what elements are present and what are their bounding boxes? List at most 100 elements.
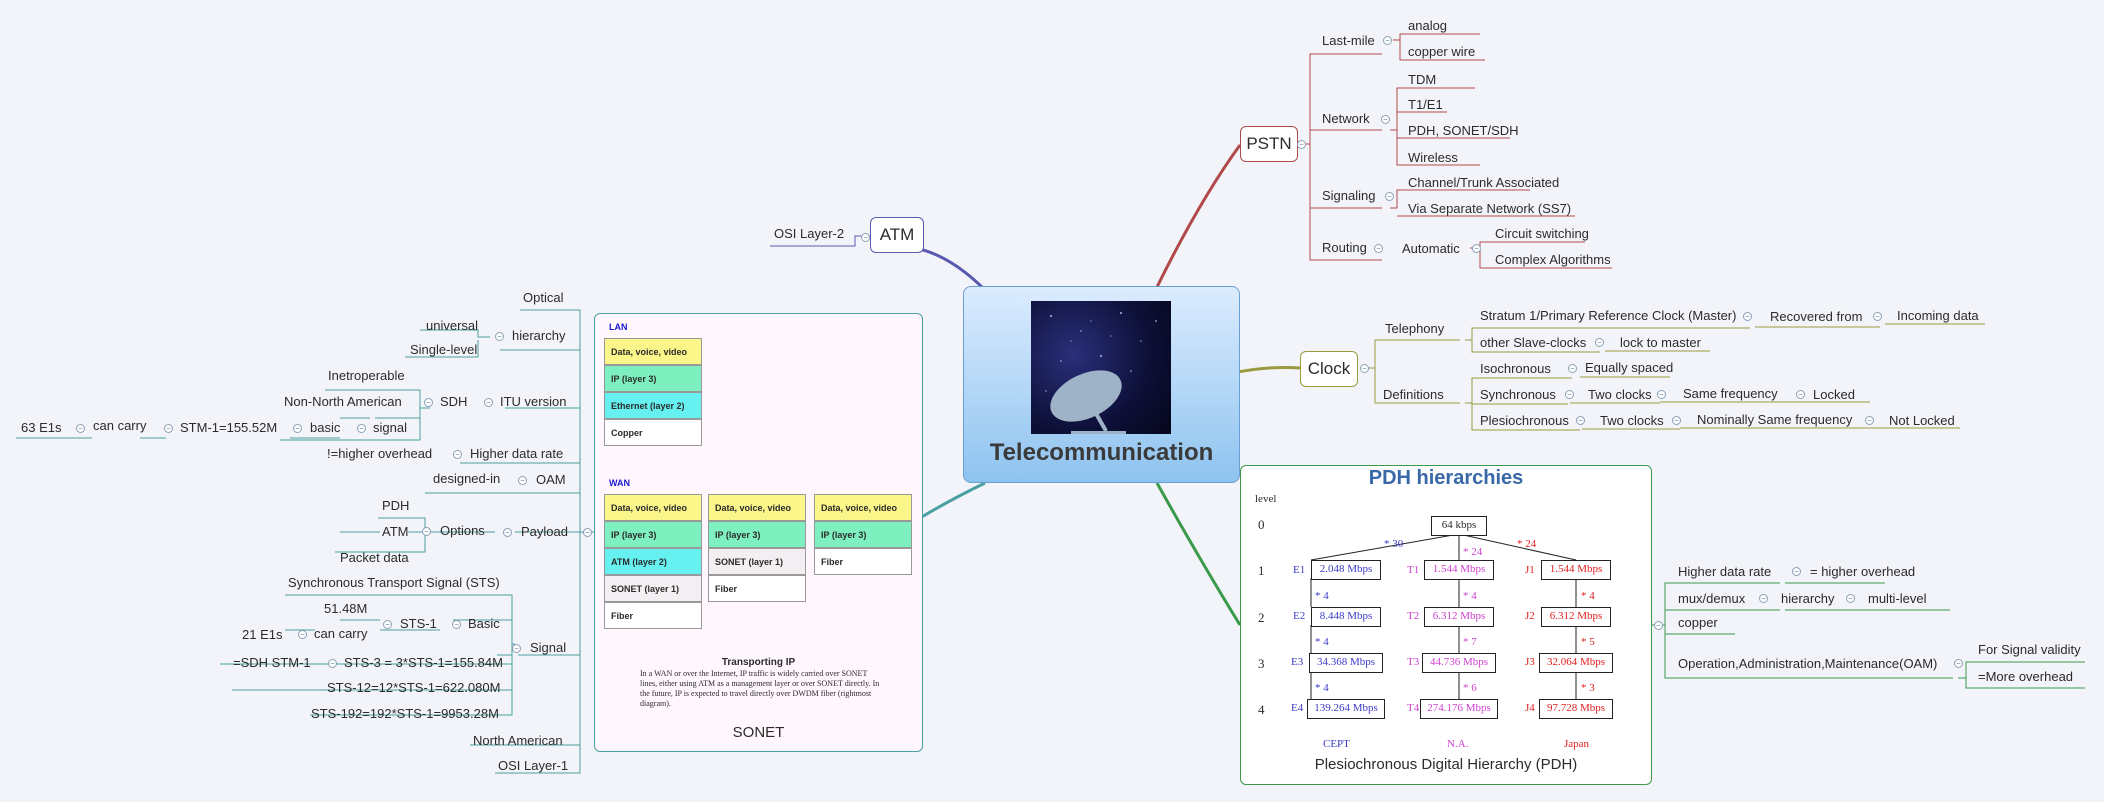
sonet-inetroperable[interactable]: Inetroperable xyxy=(328,368,405,383)
pdh-muxdemux[interactable]: mux/demux xyxy=(1678,591,1746,606)
pdh-panel[interactable]: PDH hierarchies level 0 1 2 3 4 64 kbps … xyxy=(1240,465,1652,785)
pdh-oam[interactable]: Operation,Administration,Maintenance(OAM… xyxy=(1678,656,1938,671)
pdh-copper[interactable]: copper xyxy=(1678,615,1718,630)
sonet-signal[interactable]: signal xyxy=(373,420,407,435)
routing-circuit-switching[interactable]: Circuit switching xyxy=(1495,226,1589,241)
collapse-icon[interactable]: − xyxy=(1743,312,1752,321)
network-t1e1[interactable]: T1/E1 xyxy=(1408,97,1443,112)
sonet-sdh[interactable]: SDH xyxy=(440,394,468,409)
sonet-higher-rate[interactable]: Higher data rate xyxy=(470,446,564,461)
signaling-channel-trunk[interactable]: Channel/Trunk Associated xyxy=(1408,175,1560,190)
sonet-basic[interactable]: basic xyxy=(310,420,341,435)
clock-definitions[interactable]: Definitions xyxy=(1383,387,1444,402)
collapse-icon[interactable]: − xyxy=(424,398,433,407)
collapse-icon[interactable]: − xyxy=(1297,140,1306,149)
sonet-options[interactable]: Options xyxy=(440,523,485,538)
clock-telephony[interactable]: Telephony xyxy=(1385,321,1445,336)
pstn-signaling[interactable]: Signaling xyxy=(1322,188,1376,203)
clock-incoming-data[interactable]: Incoming data xyxy=(1897,308,1979,323)
sonet-optical[interactable]: Optical xyxy=(523,290,564,305)
sonet-universal[interactable]: universal xyxy=(426,318,479,333)
sonet-sdh-stm1[interactable]: =SDH STM-1 xyxy=(233,655,311,670)
pdh-signal-validity[interactable]: For Signal validity xyxy=(1978,642,2081,657)
clock-two-clocks-sync[interactable]: Two clocks xyxy=(1588,387,1652,402)
sonet-basic2[interactable]: Basic xyxy=(468,616,500,631)
topic-pstn[interactable]: PSTN xyxy=(1240,126,1298,162)
sonet-sts1[interactable]: STS-1 xyxy=(400,616,437,631)
topic-atm[interactable]: ATM xyxy=(870,217,924,253)
collapse-icon[interactable]: − xyxy=(495,332,504,341)
network-tdm[interactable]: TDM xyxy=(1408,72,1437,87)
collapse-icon[interactable]: − xyxy=(357,424,366,433)
pstn-network[interactable]: Network xyxy=(1322,111,1370,126)
sonet-atm[interactable]: ATM xyxy=(382,524,409,539)
collapse-icon[interactable]: − xyxy=(293,424,302,433)
sonet-can-carry[interactable]: can carry xyxy=(93,418,147,433)
clock-nominally-same[interactable]: Nominally Same frequency xyxy=(1697,412,1853,427)
sonet-single-level[interactable]: Single-level xyxy=(410,342,478,357)
topic-clock[interactable]: Clock xyxy=(1300,351,1358,387)
sonet-sts3[interactable]: STS-3 = 3*STS-1=155.84M xyxy=(344,655,503,670)
sonet-sts12[interactable]: STS-12=12*STS-1=622.080M xyxy=(327,680,501,695)
collapse-icon[interactable]: − xyxy=(1846,594,1855,603)
signaling-ss7[interactable]: Via Separate Network (SS7) xyxy=(1408,201,1572,216)
clock-recovered-from[interactable]: Recovered from xyxy=(1770,309,1863,324)
pdh-higher-overhead[interactable]: = higher overhead xyxy=(1810,564,1916,579)
sonet-hierarchy[interactable]: hierarchy xyxy=(512,328,566,343)
collapse-icon[interactable]: − xyxy=(1792,567,1801,576)
sonet-signal2[interactable]: Signal xyxy=(530,640,567,655)
atm-osi-layer-2[interactable]: OSI Layer-2 xyxy=(774,226,845,241)
pstn-copper-wire[interactable]: copper wire xyxy=(1408,44,1476,59)
collapse-icon[interactable]: − xyxy=(298,630,307,639)
collapse-icon[interactable]: − xyxy=(1954,659,1963,668)
collapse-icon[interactable]: − xyxy=(1654,621,1663,630)
collapse-icon[interactable]: − xyxy=(164,424,173,433)
collapse-icon[interactable]: − xyxy=(1381,115,1390,124)
sonet-can-carry2[interactable]: can carry xyxy=(314,626,368,641)
collapse-icon[interactable]: − xyxy=(1383,36,1392,45)
clock-not-locked[interactable]: Not Locked xyxy=(1889,413,1955,428)
sonet-panel[interactable]: LAN Data, voice, video IP (layer 3) Ethe… xyxy=(594,313,923,752)
collapse-icon[interactable]: − xyxy=(1360,364,1369,373)
clock-plesiochronous[interactable]: Plesiochronous xyxy=(1480,413,1569,428)
pdh-hierarchy[interactable]: hierarchy xyxy=(1781,591,1835,606)
pstn-last-mile[interactable]: Last-mile xyxy=(1322,33,1375,48)
sonet-itu-version[interactable]: ITU version xyxy=(500,394,567,409)
clock-synchronous[interactable]: Synchronous xyxy=(1480,387,1556,402)
sonet-stm1[interactable]: STM-1=155.52M xyxy=(180,420,278,435)
collapse-icon[interactable]: − xyxy=(1657,390,1666,399)
collapse-icon[interactable]: − xyxy=(1568,364,1577,373)
sonet-osi-layer-1[interactable]: OSI Layer-1 xyxy=(498,758,569,773)
pdh-multi-level[interactable]: multi-level xyxy=(1868,591,1927,606)
network-wireless[interactable]: Wireless xyxy=(1408,150,1458,165)
collapse-icon[interactable]: − xyxy=(484,398,493,407)
clock-two-clocks-plesio[interactable]: Two clocks xyxy=(1600,413,1664,428)
routing-complex-algorithms[interactable]: Complex Algorithms xyxy=(1495,252,1611,267)
collapse-icon[interactable]: − xyxy=(1472,244,1481,253)
collapse-icon[interactable]: − xyxy=(1865,416,1874,425)
pdh-higher-rate[interactable]: Higher data rate xyxy=(1678,564,1772,579)
sonet-sts[interactable]: Synchronous Transport Signal (STS) xyxy=(288,575,500,590)
clock-other-slave[interactable]: other Slave-clocks xyxy=(1480,335,1587,350)
clock-lock-to-master[interactable]: lock to master xyxy=(1620,335,1701,350)
sonet-pdh[interactable]: PDH xyxy=(382,498,410,513)
routing-automatic[interactable]: Automatic xyxy=(1402,241,1460,256)
sonet-sts1-rate[interactable]: 51.48M xyxy=(324,601,368,616)
collapse-icon[interactable]: − xyxy=(328,659,337,668)
collapse-icon[interactable]: − xyxy=(422,527,431,536)
clock-same-frequency[interactable]: Same frequency xyxy=(1683,386,1778,401)
collapse-icon[interactable]: − xyxy=(512,644,521,653)
collapse-icon[interactable]: − xyxy=(1672,416,1681,425)
collapse-icon[interactable]: − xyxy=(1796,390,1805,399)
pdh-more-overhead[interactable]: =More overhead xyxy=(1978,669,2074,684)
collapse-icon[interactable]: − xyxy=(583,528,592,537)
pstn-routing[interactable]: Routing xyxy=(1322,240,1367,255)
sonet-packet-data[interactable]: Packet data xyxy=(340,550,409,565)
collapse-icon[interactable]: − xyxy=(383,620,392,629)
sonet-63-e1s[interactable]: 63 E1s xyxy=(21,420,62,435)
clock-isochronous[interactable]: Isochronous xyxy=(1480,361,1551,376)
collapse-icon[interactable]: − xyxy=(452,620,461,629)
sonet-non-north-american[interactable]: Non-North American xyxy=(284,394,402,409)
clock-stratum1[interactable]: Stratum 1/Primary Reference Clock (Maste… xyxy=(1480,308,1737,323)
collapse-icon[interactable]: − xyxy=(1595,338,1604,347)
